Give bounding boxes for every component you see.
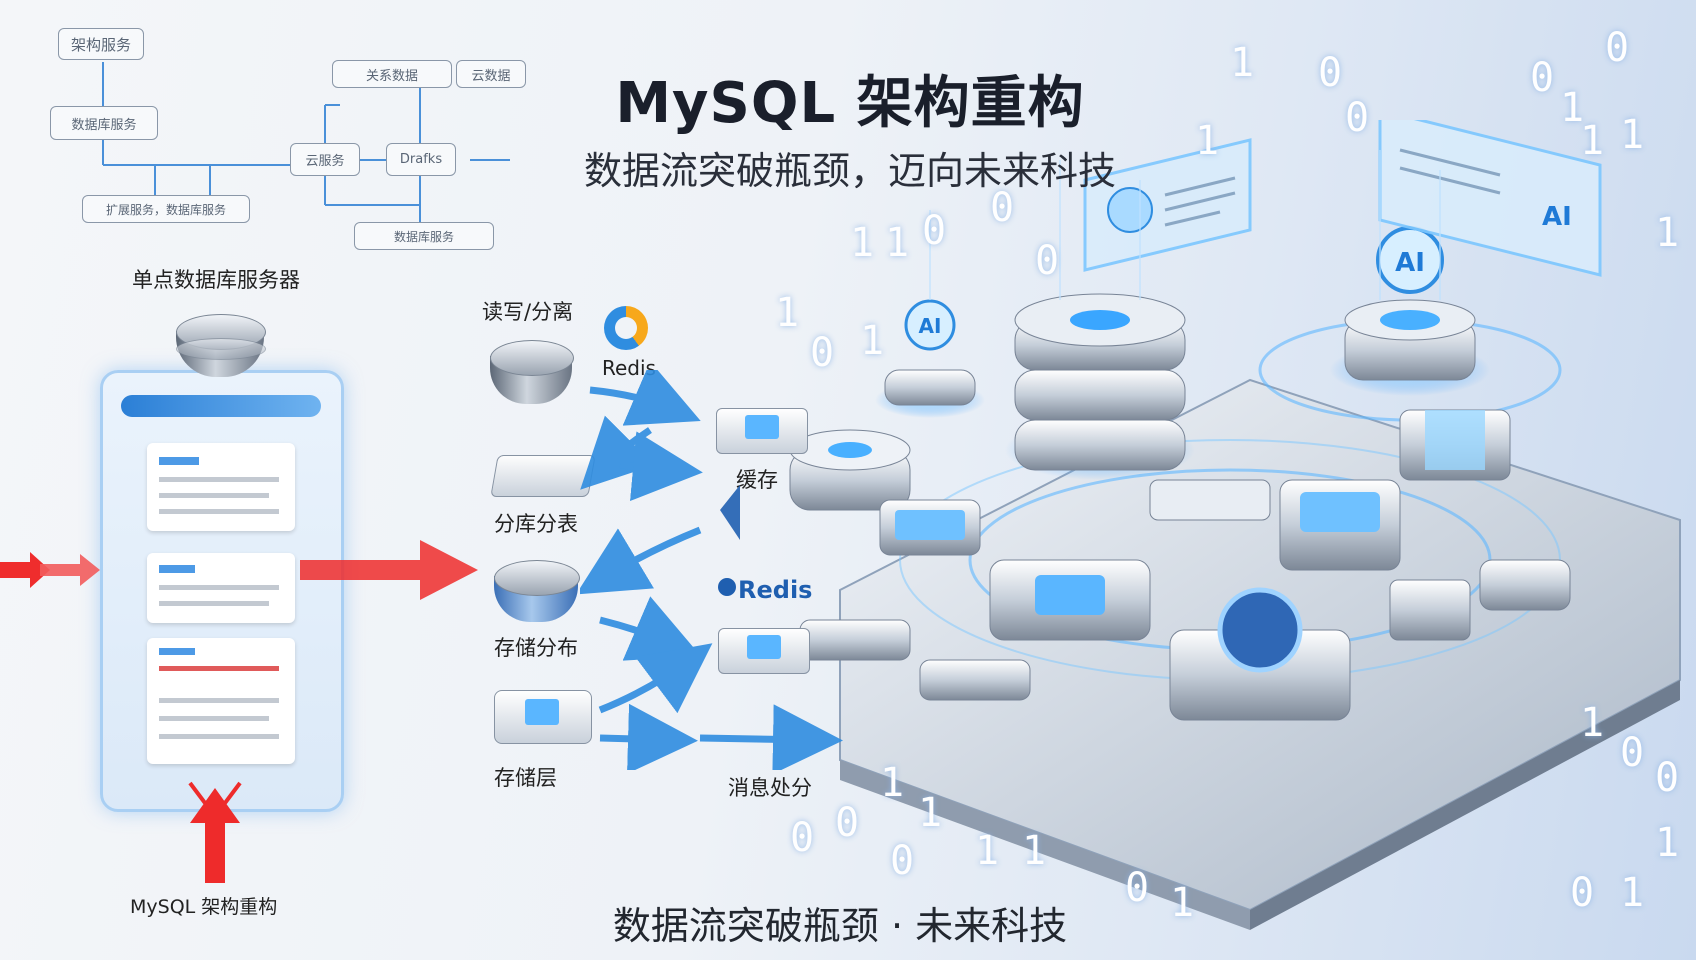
binary-digit: 0 — [1620, 730, 1645, 776]
server-stack-center — [1005, 293, 1195, 480]
storage-node-icon — [718, 628, 810, 674]
storage-label: 存储分布 — [494, 636, 578, 660]
blue-flow-arrows — [580, 370, 843, 770]
page-title: MySQL 架构重构 — [615, 71, 1085, 136]
svg-text:AI: AI — [1542, 202, 1572, 232]
binary-digit: 1 — [1580, 700, 1605, 746]
binary-digit: 1 — [1195, 118, 1220, 164]
tech-scene-illustration: AI AI AI — [789, 120, 1681, 930]
rw-split-label: 读写/分离 — [482, 300, 574, 324]
redis-logo-icon — [718, 578, 736, 596]
flow-box: 云服务 — [290, 143, 360, 176]
binary-digit: 1 — [1170, 880, 1195, 926]
flow-box: 架构服务 — [58, 28, 144, 60]
redis-icon — [604, 306, 648, 350]
module-tiles — [799, 409, 1571, 721]
single-server-panel — [100, 370, 344, 812]
cache-label: 缓存 — [736, 468, 778, 492]
flow-box: 数据库服务 — [50, 106, 158, 140]
flow-box: 云数据 — [456, 60, 526, 88]
footer-caption: 数据流突破瓶颈 · 未来科技 — [612, 904, 1068, 948]
binary-digit: 1 — [1580, 118, 1605, 164]
binary-digit: 1 — [1655, 820, 1680, 866]
database-icon — [176, 314, 266, 394]
flow-box: 数据库服务 — [354, 222, 494, 250]
floating-screen-left — [1083, 138, 1252, 272]
panel-card — [147, 553, 295, 623]
cache-node-icon — [716, 408, 808, 454]
binary-digit: 1 — [850, 220, 875, 266]
panel-header-bar — [121, 395, 321, 417]
binary-digit: 1 — [1230, 40, 1255, 86]
left-bottom-label: MySQL 架构重构 — [130, 896, 278, 918]
binary-digit: 0 — [890, 838, 915, 884]
sharding-label: 分库分表 — [494, 512, 578, 536]
binary-digit: 0 — [922, 208, 947, 254]
binary-digit: 0 — [1125, 865, 1150, 911]
binary-digit: 1 — [860, 318, 885, 364]
redis-logo-label: Redis — [738, 576, 813, 604]
binary-digit: 0 — [1605, 25, 1630, 71]
binary-digit: 1 — [918, 790, 943, 836]
svg-text:AI: AI — [1395, 248, 1425, 278]
svg-text:AI: AI — [919, 314, 942, 338]
red-up-arrow — [188, 781, 242, 883]
flow-box: 关系数据 — [332, 60, 452, 88]
binary-digit: 1 — [975, 828, 1000, 874]
binary-digit: 1 — [1560, 85, 1585, 131]
binary-digit: 0 — [1570, 870, 1595, 916]
binary-digit: 1 — [1620, 870, 1645, 916]
single-server-label: 单点数据库服务器 — [132, 268, 300, 292]
flow-box: Drafks — [386, 143, 456, 176]
ai-tower: AI — [1330, 226, 1490, 396]
binary-digit: 1 — [1655, 210, 1680, 256]
binary-digit: 0 — [1655, 755, 1680, 801]
disk-drum — [789, 429, 911, 511]
binary-digit: 1 — [880, 760, 905, 806]
message-label: 消息处分 — [728, 776, 812, 800]
binary-digit: 1 — [775, 290, 800, 336]
binary-digit: 0 — [1318, 50, 1343, 96]
page-subtitle: 数据流突破瓶颈，迈向未来科技 — [583, 149, 1116, 193]
binary-digit: 0 — [810, 330, 835, 376]
binary-digit: 0 — [990, 185, 1015, 231]
storage-layer-icon — [494, 690, 592, 744]
binary-digit: 1 — [1022, 828, 1047, 874]
database-icon — [494, 560, 580, 638]
binary-digit: 0 — [790, 815, 815, 861]
binary-digit: 0 — [1530, 55, 1555, 101]
storage-layer-label: 存储层 — [494, 766, 557, 790]
panel-card — [147, 638, 295, 764]
panel-card — [147, 443, 295, 531]
ai-node-left: AI — [875, 299, 985, 418]
red-flow-arrows — [0, 540, 478, 600]
binary-digit: 1 — [885, 220, 910, 266]
binary-digit: 1 — [1620, 112, 1645, 158]
binary-digit: 0 — [1345, 95, 1370, 141]
database-icon — [490, 340, 574, 420]
binary-digit: 0 — [835, 800, 860, 846]
binary-digit: 0 — [1035, 238, 1060, 284]
flow-box: 扩展服务，数据库服务 — [82, 195, 250, 223]
